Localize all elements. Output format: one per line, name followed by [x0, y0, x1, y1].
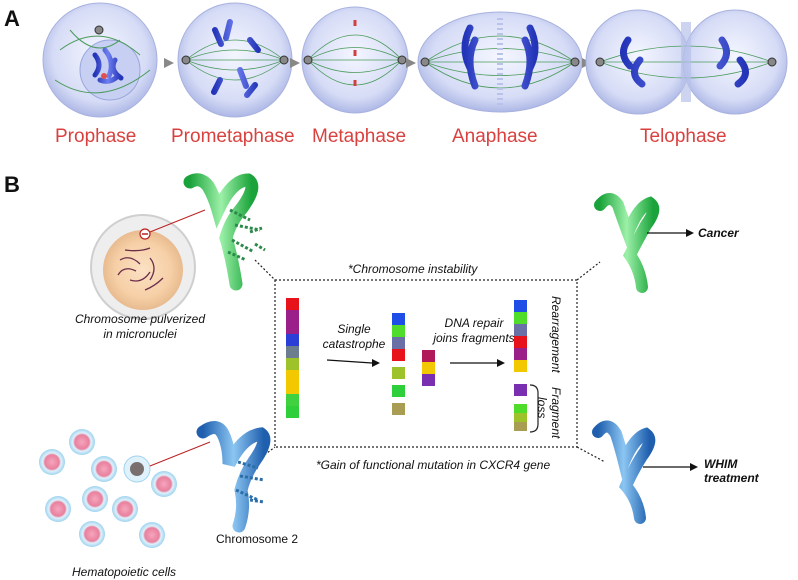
prometaphase-cell: [177, 2, 293, 118]
outcome-cancer: Cancer: [698, 226, 739, 240]
joined-fragment-block-segment: [422, 362, 435, 374]
joined-fragment-block-segment: [422, 350, 435, 362]
prophase-cell: [42, 2, 158, 118]
shattered-fragment-block-segment: [392, 337, 405, 349]
cxcr4-mutation-note: *Gain of functional mutation in CXCR4 ge…: [316, 458, 551, 472]
phase-label-prophase: Prophase: [55, 126, 137, 147]
original-chromosome-block-segment: [286, 370, 299, 382]
rearranged-block-segment: [514, 336, 527, 348]
shattered-fragment-block-segment: [392, 349, 405, 361]
arrow-icon: [290, 58, 300, 68]
shattered-fragment-block-segment: [392, 385, 405, 397]
shattered-fragment-block-segment: [392, 313, 405, 325]
shattered-fragment-block-segment: [392, 325, 405, 337]
arrows: [326, 229, 698, 471]
process-box: [274, 279, 578, 448]
panel-b-letter: B: [4, 172, 20, 197]
telophase-cell: [585, 9, 788, 115]
phase-label-telophase: Telophase: [640, 126, 727, 147]
lost-fragment-block-segment: [514, 384, 527, 396]
rearranged-block-segment: [514, 324, 527, 336]
original-chromosome-block-segment: [286, 358, 299, 370]
outcome-whim-2: treatment: [704, 471, 759, 485]
original-chromosome-block-segment: [286, 406, 299, 418]
rearranged-block-segment: [514, 312, 527, 324]
lost-fragment-block-segment: [514, 404, 527, 413]
phase-label-prometaphase: Prometaphase: [171, 126, 295, 147]
original-chromosome-block-segment: [286, 310, 299, 322]
chromothripsis-diagram: [39, 173, 698, 548]
whim-chromosome: [592, 420, 656, 524]
rearranged-block-segment: [514, 360, 527, 372]
mitosis-illustrations: [42, 2, 788, 118]
fragment-loss-label-1: Fragment: [549, 387, 563, 439]
chromosome-instability-note: *Chromosome instability: [348, 262, 478, 276]
cells-caption: Hematopoietic cells: [72, 565, 177, 579]
micronucleus-cell: [90, 209, 206, 320]
phase-label-metaphase: Metaphase: [312, 126, 407, 147]
original-chromosome-block-segment: [286, 298, 299, 310]
hematopoietic-cells: [39, 429, 211, 548]
chromosome-segments: [286, 298, 527, 431]
panel-a-letter: A: [4, 6, 20, 31]
step1-label-2: catastrophe: [322, 337, 386, 351]
original-chromosome-block-segment: [286, 322, 299, 334]
step1-label-1: Single: [337, 322, 371, 336]
rearranged-block-segment: [514, 348, 527, 360]
lost-fragment-block-segment: [514, 422, 527, 431]
step2-label-2: joins fragments: [433, 331, 515, 345]
micronucleus-caption-2: in micronuclei: [103, 327, 177, 341]
micronucleus-caption-1: Chromosome pulverized: [74, 312, 206, 326]
anaphase-cell: [417, 11, 583, 113]
shattered-fragment-block-segment: [392, 367, 405, 379]
arrow-icon: [164, 58, 174, 68]
shattered-fragment-block-segment: [392, 403, 405, 415]
rearranged-block-segment: [514, 300, 527, 312]
arrow-icon: [406, 58, 416, 68]
joined-fragment-block-segment: [422, 374, 435, 386]
original-chromosome-block-segment: [286, 382, 299, 394]
lost-fragment-block-segment: [514, 413, 527, 422]
original-chromosome-block-segment: [286, 394, 299, 406]
original-chromosome-block-segment: [286, 334, 299, 346]
original-chromosome-block-segment: [286, 346, 299, 358]
step2-label-1: DNA repair: [444, 316, 504, 330]
metaphase-cell: [301, 6, 409, 114]
fragment-loss-label-2: loss: [535, 397, 549, 419]
chromosome-2-caption: Chromosome 2: [216, 532, 299, 546]
fragment-loss-bracket: [529, 384, 539, 433]
cancer-chromosome: [594, 193, 660, 293]
pulverized-chromosome: [183, 173, 266, 291]
rearrangement-label: Rearragement: [549, 296, 563, 373]
outcome-whim-1: WHIM: [704, 457, 738, 471]
phase-label-anaphase: Anaphase: [452, 126, 538, 147]
chromosome-2: [196, 421, 271, 533]
